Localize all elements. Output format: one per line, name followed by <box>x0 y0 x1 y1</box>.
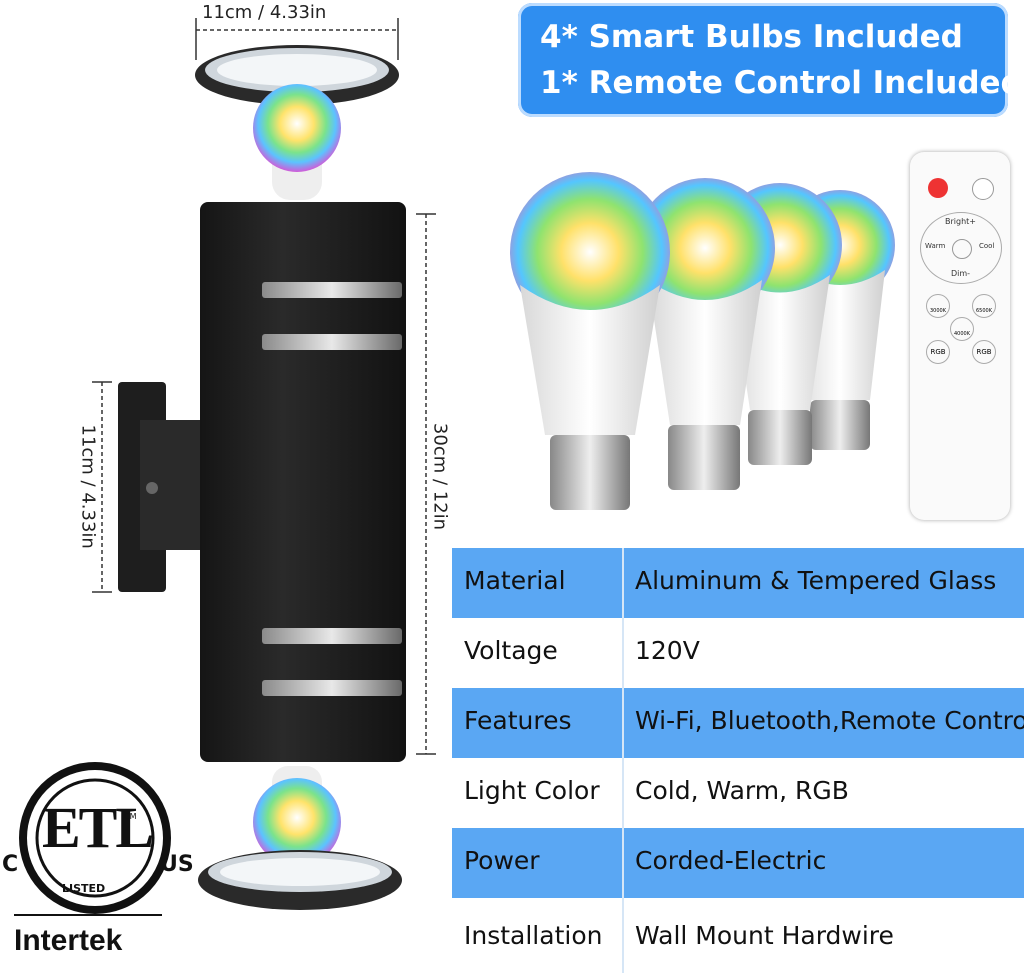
moon-icon <box>952 239 972 259</box>
spec-value: Corded-Electric <box>635 846 827 875</box>
spec-label: Features <box>464 706 572 735</box>
wall-light-fixture <box>92 18 436 910</box>
us-text: US <box>160 852 194 877</box>
cool-label: Cool <box>979 242 995 250</box>
top-width-label: 11cm / 4.33in <box>202 2 327 23</box>
table-divider <box>622 548 624 973</box>
spec-value: Wall Mount Hardwire <box>635 921 894 950</box>
warm-label: Warm <box>925 242 946 250</box>
height-label: 30cm / 12in <box>429 422 451 531</box>
6500k-button: 6500K <box>972 294 996 318</box>
spec-row-features: Features Wi-Fi, Bluetooth,Remote Control <box>452 688 1024 758</box>
included-banner: 4* Smart Bulbs Included 1* Remote Contro… <box>518 3 1023 117</box>
cm-text: CM <box>124 812 137 821</box>
3000k-button: 3000K <box>926 294 950 318</box>
dim-minus-label: Dim- <box>951 269 971 278</box>
spec-value: 120V <box>635 636 700 665</box>
intertek-brand: Intertek <box>14 924 123 957</box>
bright-plus-label: Bright+ <box>945 217 976 226</box>
brightness-dial: Bright+ Dim- Warm Cool <box>920 212 1002 284</box>
listed-text: LISTED <box>62 882 106 895</box>
bulb-1 <box>510 172 670 510</box>
plate-height-label: 11cm / 4.33in <box>77 424 99 549</box>
spec-row-light-color: Light Color Cold, Warm, RGB <box>452 758 1024 828</box>
rgb-button-right: RGB <box>972 340 996 364</box>
c-text: C <box>2 852 19 877</box>
spec-label: Power <box>464 846 540 875</box>
power-icon <box>928 178 948 198</box>
spec-row-material: Material Aluminum & Tempered Glass <box>452 548 1024 618</box>
spec-value: Aluminum & Tempered Glass <box>635 566 997 595</box>
remote-control: Bright+ Dim- Warm Cool 3000K 6500K 4000K… <box>910 152 1010 520</box>
banner-line-bulbs: 4* Smart Bulbs Included <box>540 19 963 55</box>
4000k-button: 4000K <box>950 317 974 341</box>
etl-logo-icon <box>19 762 171 914</box>
banner-line-remote: 1* Remote Control Included <box>540 65 1023 101</box>
smart-bulbs-set <box>510 172 895 510</box>
spec-label: Voltage <box>464 636 558 665</box>
etl-listed-mark: ETL LISTED CM C US <box>0 760 200 920</box>
spec-table: Material Aluminum & Tempered Glass Volta… <box>452 548 1024 973</box>
bulb-2 <box>635 178 775 490</box>
spec-value: Wi-Fi, Bluetooth,Remote Control <box>635 706 1024 735</box>
spec-label: Installation <box>464 921 603 950</box>
rgb-button-left: RGB <box>926 340 950 364</box>
spec-row-voltage: Voltage 120V <box>452 618 1024 688</box>
spec-value: Cold, Warm, RGB <box>635 776 849 805</box>
etl-letters: ETL <box>42 795 154 860</box>
spec-label: Light Color <box>464 776 600 805</box>
intertek-divider <box>14 914 162 916</box>
spec-label: Material <box>464 566 566 595</box>
spec-row-power: Power Corded-Electric <box>452 828 1024 898</box>
spec-row-installation: Installation Wall Mount Hardwire <box>452 903 1024 973</box>
timer-icon <box>972 178 994 200</box>
